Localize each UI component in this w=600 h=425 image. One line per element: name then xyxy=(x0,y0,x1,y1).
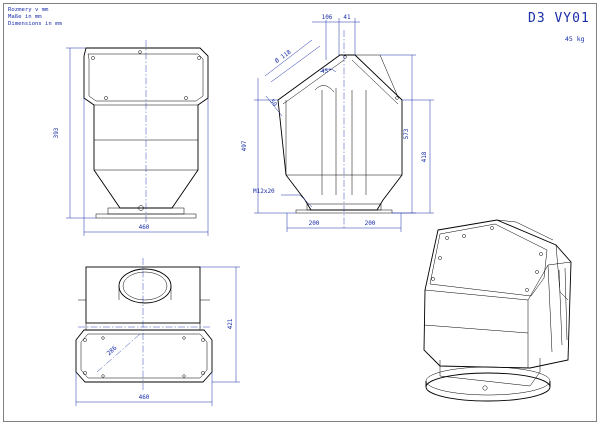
units-note-en: Dimensions in mm xyxy=(8,21,63,27)
units-note-de: Maße in mm xyxy=(8,14,42,20)
side-top-dim-106: 106 xyxy=(322,14,333,21)
drawing-code: D3 VY01 xyxy=(528,11,590,26)
front-bolts xyxy=(91,50,201,100)
front-width-dim: 460 xyxy=(139,224,150,231)
top-width-dim: 460 xyxy=(139,394,150,401)
side-angle-dim: 45° xyxy=(321,68,332,75)
side-height-dim-573: 573 xyxy=(403,128,410,139)
weight-label: 45 kg xyxy=(565,35,585,43)
top-height-dim: 421 xyxy=(227,318,234,329)
side-half-right-dim: 200 xyxy=(365,220,376,227)
iso-bolts xyxy=(431,226,543,292)
bolt-callout: M12x20 xyxy=(253,188,275,195)
top-bolts xyxy=(83,336,205,378)
units-note-cz: Rozmery v mm xyxy=(8,7,49,13)
side-view: 106 41 Ø 118 45° 50 497 573 418 M12x20 xyxy=(241,14,434,232)
top-diagonal-dim: 286 xyxy=(106,344,119,357)
side-top-dim-41: 41 xyxy=(343,14,351,21)
top-view: 286 421 460 xyxy=(75,258,240,406)
side-slant-dim: 50 xyxy=(268,98,278,108)
front-view: 393 460 xyxy=(53,40,209,236)
sheet-border xyxy=(3,3,597,422)
side-height-dim-418: 418 xyxy=(421,151,428,162)
side-height-dim-497: 497 xyxy=(241,140,248,151)
front-height-dim: 393 xyxy=(53,127,60,138)
isometric-view xyxy=(423,219,572,402)
side-half-left-dim: 200 xyxy=(309,220,320,227)
